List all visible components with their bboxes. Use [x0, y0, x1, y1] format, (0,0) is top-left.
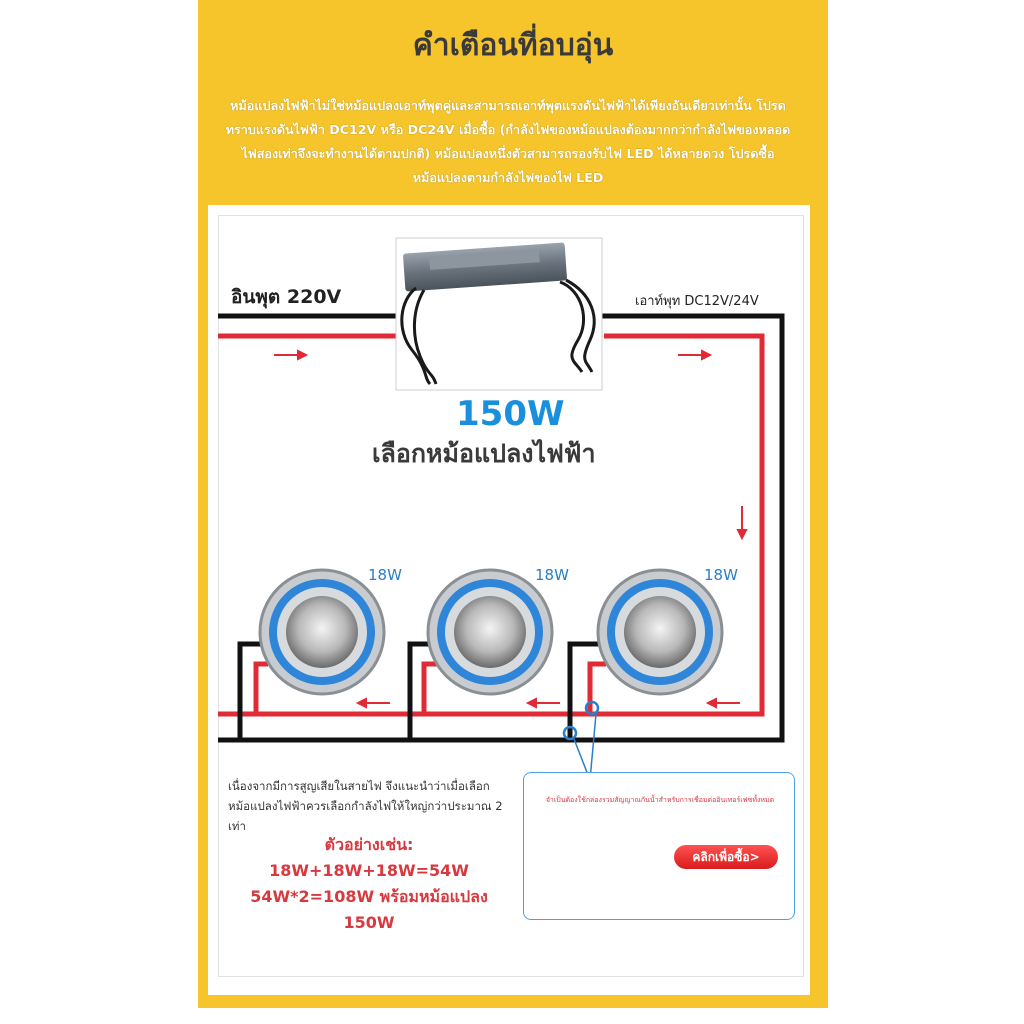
junction-marker-1 [562, 725, 578, 741]
output-voltage-label: เอาท์พุท DC12V/24V [635, 294, 759, 309]
flow-arrow-down [736, 506, 748, 541]
flow-arrow-right-2 [678, 349, 713, 361]
calculation-example: ตัวอย่างเช่น: 18W+18W+18W=54W 54W*2=108W… [250, 835, 488, 932]
light-1-watt: 18W [368, 566, 402, 584]
pool-light-3-icon [596, 568, 724, 696]
output-red-wire [218, 333, 765, 717]
light-2-watt: 18W [535, 566, 569, 584]
callout-line [573, 713, 597, 781]
pool-light-1-icon [258, 568, 386, 696]
flow-arrow-left-1 [705, 697, 740, 709]
light1-black-drop [237, 641, 262, 740]
light3-red-drop [587, 661, 606, 714]
page-title: คำเตือนที่อบอุ่น [412, 28, 614, 63]
output-black-wire [218, 313, 785, 743]
transformer-caption: เลือกหม้อแปลงไฟฟ้า [372, 439, 596, 468]
light2-red-drop [421, 661, 438, 714]
light3-black-drop [567, 641, 602, 740]
flow-arrow-right-1 [274, 349, 309, 361]
transformer-watt-label: 150W [456, 394, 565, 434]
pool-light-2-icon [426, 568, 554, 696]
junction-box-caption: จำเป็นต้องใช้กล่องรวมสัญญาณกันน้ำสำหรับก… [545, 796, 775, 804]
buy-button[interactable]: คลิกเพื่อซื้อ> [674, 845, 778, 869]
diagram-frame [218, 215, 804, 977]
loss-note: เนื่องจากมีการสูญเสียในสายไฟ จึงแนะนำว่า… [228, 779, 503, 833]
warning-notice: หม้อแปลงไฟฟ้าไม่ใช่หม้อแปลงเอาท์พุตคู่แล… [225, 98, 791, 185]
junction-marker-2 [584, 700, 600, 716]
light1-red-drop [253, 661, 268, 714]
flow-arrow-left-3 [355, 697, 390, 709]
flow-arrow-left-2 [525, 697, 560, 709]
light2-black-drop [407, 641, 432, 740]
transformer-icon [400, 242, 596, 386]
light-3-watt: 18W [704, 566, 738, 584]
junction-box-ad[interactable]: จำเป็นต้องใช้กล่องรวมสัญญาณกันน้ำสำหรับก… [523, 772, 795, 920]
input-voltage-label: อินพุต 220V [231, 286, 342, 308]
